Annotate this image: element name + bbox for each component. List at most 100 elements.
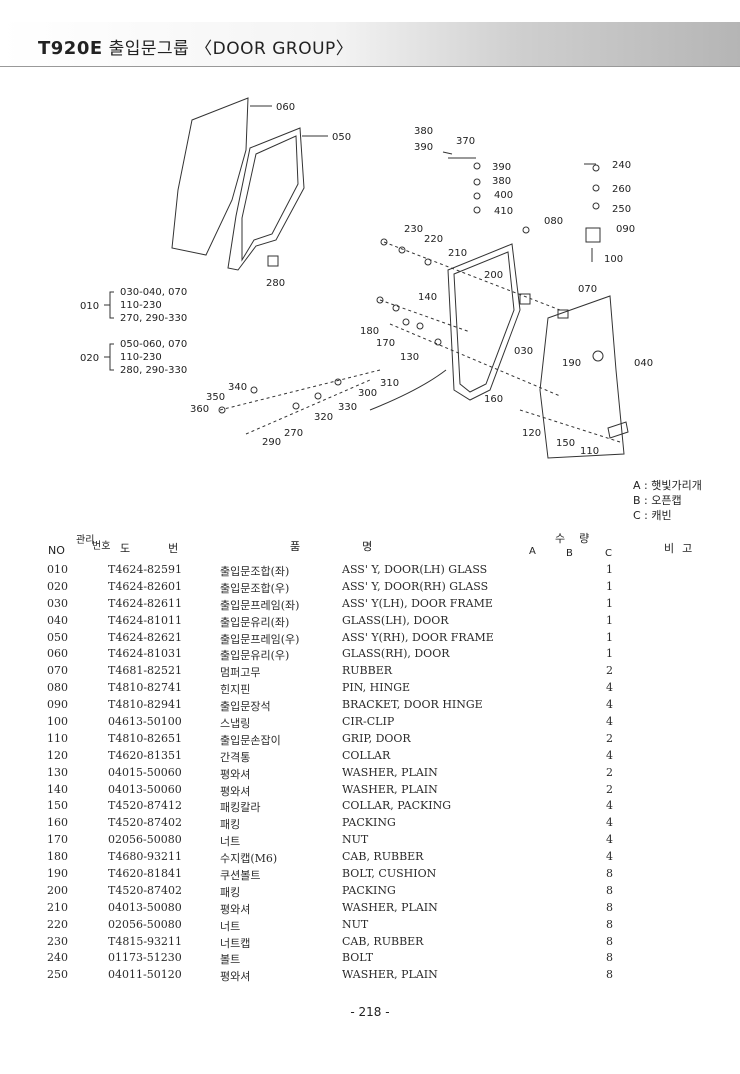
row-qty: 8	[606, 867, 613, 881]
row-no: 150	[47, 799, 68, 813]
row-name-en: BRACKET, DOOR HINGE	[342, 698, 483, 712]
row-no: 200	[47, 883, 68, 897]
col-kanri-top: 관리	[76, 535, 95, 546]
assembly-no-010: 010	[80, 301, 99, 312]
row-name-ko: 너트	[220, 919, 241, 933]
col-no: NO	[48, 544, 65, 557]
callout-110: 110	[580, 446, 599, 457]
row-qty: 2	[606, 664, 613, 678]
callout-160: 160	[484, 394, 503, 405]
callout-030: 030	[514, 346, 533, 357]
exploded-parts-diagram: 0600503803903703903804004102402602500901…	[80, 97, 653, 459]
callout-390: 390	[414, 142, 433, 153]
row-part-no: T4624-82621	[108, 630, 183, 644]
row-part-no: T4520-87412	[108, 799, 183, 813]
row-qty: 4	[606, 681, 613, 695]
row-name-en: WASHER, PLAIN	[342, 968, 438, 982]
row-name-en: ASS' Y(RH), DOOR FRAME	[342, 630, 494, 644]
callout-400: 400	[494, 190, 513, 201]
row-no: 210	[47, 900, 68, 914]
row-name-ko: 평와셔	[220, 767, 251, 781]
row-name-en: CIR-CLIP	[342, 715, 395, 729]
row-part-no: T4624-82611	[108, 596, 183, 610]
callout-150: 150	[556, 438, 575, 449]
row-name-en: ASS' Y(LH), DOOR FRAME	[342, 596, 493, 610]
col-remarks: 비고	[664, 542, 701, 555]
row-qty: 4	[606, 816, 613, 830]
row-part-no: T4810-82741	[108, 681, 183, 695]
col-part-no: 도번	[120, 542, 217, 555]
row-name-ko: 너트	[220, 835, 241, 849]
callout-180: 180	[360, 326, 379, 337]
row-name-en: RUBBER	[342, 664, 393, 678]
row-name-en: WASHER, PLAIN	[342, 765, 438, 779]
row-no: 250	[47, 968, 68, 982]
row-name-ko: 너트캡	[220, 936, 251, 950]
row-part-no: 04013-50060	[108, 782, 182, 796]
row-qty: 1	[606, 647, 613, 661]
row-qty: 8	[606, 968, 613, 982]
row-part-no: T4624-82601	[108, 579, 183, 593]
row-no: 030	[47, 596, 68, 610]
row-qty: 1	[606, 630, 613, 644]
row-part-no: T4620-81351	[108, 748, 183, 762]
row-qty: 1	[606, 579, 613, 593]
callout-260: 260	[612, 184, 631, 195]
assembly-line: 270, 290-330	[120, 313, 187, 324]
callout-130: 130	[400, 352, 419, 363]
row-name-ko: 간격통	[220, 750, 251, 764]
callout-340: 340	[228, 382, 247, 393]
callout-labels: 0600503803903703903804004102402602500901…	[190, 102, 653, 457]
row-name-en: PIN, HINGE	[342, 681, 411, 695]
row-no: 240	[47, 951, 68, 965]
col-kanri-bottom: 번호	[92, 541, 111, 552]
assembly-line: 110-230	[120, 352, 162, 363]
row-name-ko: 출입문프레임(우)	[220, 632, 300, 646]
callout-060: 060	[276, 102, 295, 113]
glass-lh-shape	[539, 295, 625, 459]
row-part-no: T4681-82521	[108, 664, 183, 678]
row-part-no: T4520-87402	[108, 816, 183, 830]
group-name-en: 〈DOOR GROUP〉	[195, 39, 354, 59]
callout-310: 310	[380, 378, 399, 389]
callout-330: 330	[338, 402, 357, 413]
row-qty: 2	[606, 782, 613, 796]
callout-390: 390	[492, 162, 511, 173]
row-name-ko: 멈퍼고무	[220, 666, 261, 680]
row-name-ko: 출입문조합(좌)	[220, 565, 290, 578]
callout-050: 050	[332, 132, 351, 143]
callout-350: 350	[206, 392, 225, 403]
row-part-no: T4624-82591	[108, 563, 183, 576]
row-no: 060	[47, 647, 68, 661]
row-no: 020	[47, 579, 68, 593]
row-no: 130	[47, 765, 68, 779]
row-part-no: 02056-50080	[108, 917, 182, 931]
callout-300: 300	[358, 388, 377, 399]
row-no: 230	[47, 934, 68, 948]
row-name-en: GLASS(LH), DOOR	[342, 613, 449, 627]
row-qty: 2	[606, 765, 613, 779]
row-name-ko: 패킹칼라	[220, 801, 261, 815]
row-name-en: COLLAR, PACKING	[342, 799, 451, 813]
row-qty: 8	[606, 900, 613, 914]
row-name-en: WASHER, PLAIN	[342, 782, 438, 796]
row-name-en: ASS' Y, DOOR(RH) GLASS	[342, 579, 489, 593]
callout-210: 210	[448, 248, 467, 259]
header-divider	[0, 66, 740, 67]
callout-360: 360	[190, 404, 209, 415]
row-qty: 8	[606, 883, 613, 897]
row-part-no: T4815-93211	[108, 934, 183, 948]
